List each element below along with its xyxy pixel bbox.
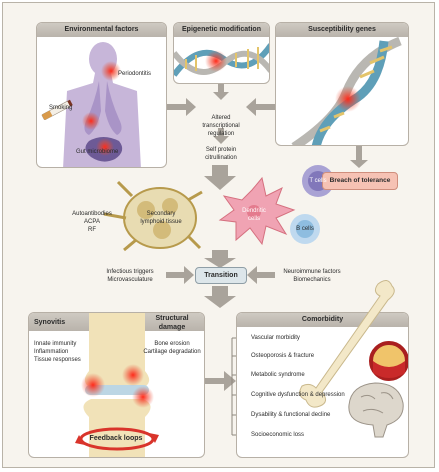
- box-header: [37, 23, 166, 37]
- structural-list: Bone erosion Cartilage degradation: [140, 340, 204, 356]
- autoantibodies-label: Autoantibodies ACPA RF: [66, 210, 118, 234]
- susceptibility-genes-title: Susceptibility genes: [308, 26, 376, 33]
- arrow-regulation-to-citrullination: [213, 128, 229, 144]
- lymphoid-tissue-icon: [103, 180, 203, 252]
- b-cells-label: B cells: [296, 226, 314, 232]
- inflammation-label: Inflammation: [34, 349, 69, 355]
- breach-of-tolerance-box: [322, 172, 398, 190]
- structural-line-2: damage: [158, 324, 186, 331]
- neuro-line-2: Biomechanics: [293, 277, 331, 283]
- lymphoid-line-1: Secondary: [146, 211, 176, 217]
- joint-illustration: [75, 313, 159, 457]
- environmental-factors-title: Environmental factors: [64, 26, 139, 33]
- susceptibility-genes-box: [275, 22, 409, 146]
- arrow-genes-to-regulation: [246, 98, 275, 116]
- structural-line-1: Structural: [155, 315, 189, 322]
- box-header: [174, 23, 269, 37]
- transition-label: Transition: [204, 272, 238, 279]
- breach-of-tolerance-label: Breach of tolerance: [329, 177, 391, 184]
- comorbidity-item: Dysability & functional decline: [251, 412, 331, 418]
- comorbidity-title: Comorbidity: [301, 316, 344, 323]
- tissue-responses-label: Tissue responses: [34, 357, 81, 363]
- synovitis-title: Synovitis: [34, 319, 66, 326]
- b-cell-icon: [290, 214, 320, 244]
- synovitis-list: Innate immunity Inflammation Tissue resp…: [34, 340, 81, 364]
- comorbidity-item: Vascular morbidity: [251, 335, 300, 341]
- infectious-triggers-label: Infectious triggers Microvasculature: [92, 268, 168, 284]
- dendritic-cell-icon: [218, 176, 296, 246]
- smoking-label: Smoking: [49, 105, 73, 111]
- dendritic-line-1: Dendritic: [242, 208, 266, 214]
- dendritic-cells-label: Dendritic cells: [236, 207, 272, 223]
- altered-line-2: transcriptional: [202, 123, 240, 129]
- epigenetic-modification-box: [173, 22, 270, 84]
- infectious-line-2: Microvasculature: [107, 277, 153, 283]
- t-cells-label: T cells: [309, 178, 327, 184]
- citrullination-line-2: citrullination: [205, 155, 237, 161]
- box-header: [276, 23, 408, 37]
- arrow-joint-to-comorbidity: [200, 371, 236, 391]
- infectious-line-1: Infectious triggers: [106, 269, 154, 275]
- periodontitis-label: Periodontitis: [118, 71, 152, 77]
- arrow-env-to-regulation: [167, 98, 196, 116]
- arrow-neuro-to-transition: [247, 266, 275, 284]
- arrow-genes-to-breach: [350, 146, 368, 168]
- autoantibodies-line-1: Autoantibodies: [72, 211, 112, 217]
- altered-line-3: regulation: [207, 131, 235, 137]
- arrow-epigenetic-down: [213, 84, 229, 100]
- comorbidity-box: [236, 312, 409, 458]
- bone-erosion-label: Bone erosion: [154, 341, 190, 347]
- autoantibodies-line-3: RF: [88, 227, 96, 233]
- dendritic-line-2: cells: [247, 216, 260, 222]
- autoantibodies-line-2: ACPA: [84, 219, 100, 225]
- arrow-to-transition: [204, 250, 236, 268]
- gut-microbiome-label: Gut microbiome: [76, 149, 119, 155]
- neuroimmune-label: Neuroimmune factors Biomechanics: [272, 268, 352, 284]
- comorbidity-icons: [348, 341, 408, 438]
- neuro-line-1: Neuroimmune factors: [283, 269, 341, 275]
- lymphoid-line-2: lymphoid tissue: [140, 219, 182, 225]
- dna-helix-icon: [174, 43, 269, 77]
- citrullination-line-1: Self protein: [205, 147, 237, 153]
- structural-damage-title: Structural damage: [144, 314, 200, 332]
- arrow-to-lymphoid: [204, 165, 236, 190]
- dna-double-helix-icon: [291, 36, 402, 145]
- comorbidity-item: Cognitive dysfunction & depression: [251, 392, 345, 398]
- brain-icon: [348, 382, 404, 438]
- body-silhouette-icon: [41, 42, 141, 167]
- cartilage-degradation-label: Cartilage degradation: [143, 349, 201, 355]
- arrow-transition-down: [204, 286, 236, 308]
- lymphoid-tissue-label: Secondary lymphoid tissue: [136, 210, 186, 226]
- comorbidity-item: Osteoporosis & fracture: [251, 353, 315, 359]
- environmental-factors-box: [36, 22, 167, 168]
- artery-icon: [369, 341, 408, 381]
- epigenetic-modification-title: Epigenetic modification: [182, 26, 261, 33]
- arrow-infectious-to-transition: [166, 266, 194, 284]
- comorbidity-item: Socioeconomic loss: [251, 432, 305, 438]
- comorbidity-item: Metabolic syndrome: [251, 372, 305, 378]
- innate-immunity-label: Innate immunity: [34, 341, 77, 347]
- altered-regulation-label: Altered transcriptional regulation: [186, 114, 256, 138]
- feedback-loops-label: Feedback loops: [89, 435, 143, 442]
- transition-box: [195, 267, 247, 284]
- joint-box: [28, 312, 205, 458]
- altered-line-1: Altered: [211, 115, 231, 121]
- citrullination-label: Self protein citrullination: [186, 146, 256, 162]
